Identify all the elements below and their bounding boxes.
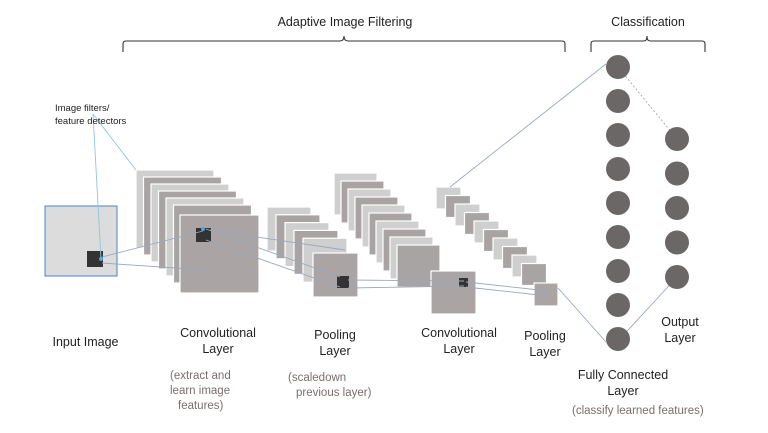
projection-line: [465, 281, 549, 292]
fc-node: [606, 293, 630, 317]
output-node: [665, 196, 689, 220]
input-image-label: Input Image: [52, 335, 119, 349]
conv1-note: (extract and learn image features): [170, 370, 231, 412]
output-node: [665, 265, 689, 289]
pool1-filter-window: [337, 276, 349, 288]
conv2-feature-maps: [333, 172, 477, 315]
projection-line: [347, 285, 465, 289]
fc-node: [606, 123, 630, 147]
projection-line: [205, 228, 341, 278]
fc-node: [606, 259, 630, 283]
classification-label: Classification: [611, 15, 685, 29]
output-layer-label: Output Layer: [661, 315, 699, 345]
classification-brace: [590, 35, 706, 52]
projection-line: [209, 229, 346, 251]
pool2-map: [520, 262, 548, 287]
pool1-note: (scaledown previous layer): [288, 372, 372, 399]
pool2-label: Pooling Layer: [524, 329, 566, 359]
fc-node: [606, 225, 630, 249]
projection-line: [449, 63, 607, 188]
projection-line: [92, 113, 137, 171]
projection-line: [205, 239, 341, 288]
projection-line: [347, 279, 465, 282]
projection-line: [101, 262, 206, 271]
fully-connected-nodes: [606, 55, 630, 351]
fc-label: Fully Connected Layer: [577, 368, 669, 398]
pool1-label: Pooling Layer: [314, 328, 356, 358]
conv1-label: Convolutional Layer: [180, 326, 256, 356]
output-node: [665, 230, 689, 255]
fc-node: [606, 157, 630, 181]
projection-line: [92, 113, 102, 260]
pool1-feature-maps: [266, 206, 359, 298]
fc-node: [606, 327, 630, 351]
adaptive-filtering-label: Adaptive Image Filtering: [277, 15, 413, 29]
output-nodes: [665, 127, 689, 289]
fc-node: [606, 191, 630, 215]
fc-node: [606, 55, 630, 79]
fc-output-edge: [617, 66, 678, 140]
conv2-front-map: [430, 270, 477, 315]
projection-line: [465, 286, 549, 297]
conv1-feature-maps: [135, 169, 260, 294]
input-image: [44, 205, 118, 277]
pool2-feature-maps: [435, 186, 559, 307]
input-filter-window: [87, 251, 103, 267]
receptive-field-lines: [92, 63, 607, 343]
fc-note: (classify learned features): [572, 405, 704, 417]
conv1-filter-marker: [201, 227, 205, 231]
adaptive-filtering-brace: [122, 35, 566, 52]
output-node: [665, 127, 689, 151]
projection-line: [101, 230, 204, 258]
connection-lines: [617, 66, 678, 342]
filters-annotation: Image filters/ feature detectors: [55, 103, 127, 127]
output-node: [665, 161, 689, 186]
fc-node: [606, 89, 630, 113]
projection-line: [557, 287, 607, 343]
conv2-filter-window: [459, 278, 468, 287]
conv2-label: Convolutional Layer: [421, 326, 497, 356]
fc-output-edge: [617, 276, 678, 342]
